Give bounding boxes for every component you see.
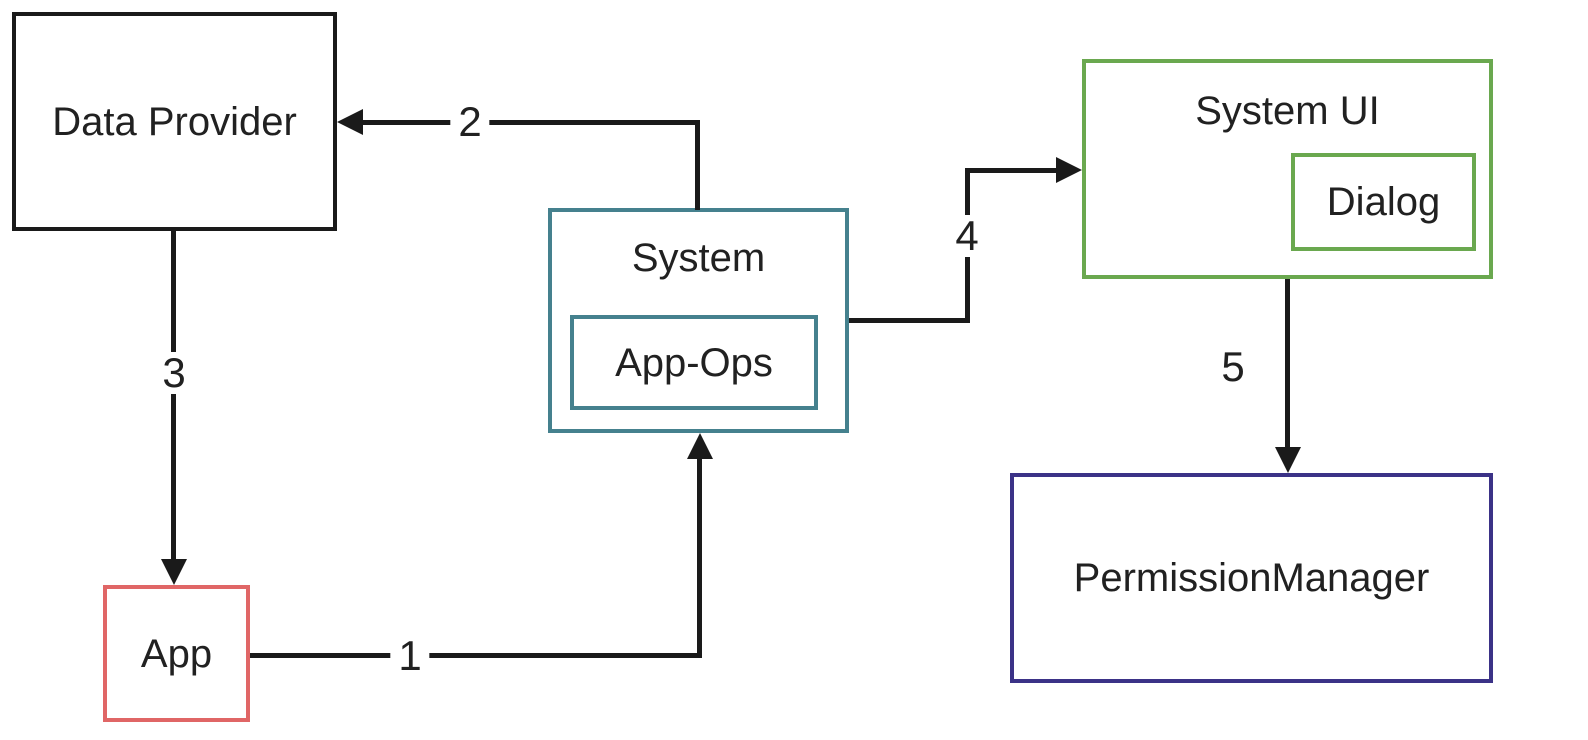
edge-4-lower-horizontal-segment xyxy=(849,318,970,323)
node-system-ui: System UI Dialog xyxy=(1082,59,1493,279)
edge-4-arrowhead-right-icon xyxy=(1056,157,1082,183)
node-system-label: System xyxy=(631,236,766,280)
node-dialog-label: Dialog xyxy=(1326,180,1441,224)
node-permission-manager-label: PermissionManager xyxy=(1073,556,1430,600)
node-app-ops: App-Ops xyxy=(570,315,818,410)
node-app-ops-label: App-Ops xyxy=(615,340,773,385)
edge-3-arrowhead-down-icon xyxy=(161,559,187,585)
edge-2-arrowhead-left-icon xyxy=(337,109,363,135)
node-permission-manager: PermissionManager xyxy=(1010,473,1493,683)
edge-1-arrowhead-up-icon xyxy=(687,433,713,459)
edge-2-label: 2 xyxy=(450,101,490,143)
edge-4-upper-horizontal-segment xyxy=(965,168,1060,173)
node-data-provider: Data Provider xyxy=(12,12,337,231)
node-app: App xyxy=(103,585,250,722)
node-system-ui-label: System UI xyxy=(1195,89,1380,133)
node-data-provider-label: Data Provider xyxy=(52,99,297,144)
edge-3-label: 3 xyxy=(154,352,194,394)
edge-2-vertical-segment xyxy=(695,120,700,210)
edge-2-horizontal-segment xyxy=(358,120,700,125)
edge-3-vertical-segment xyxy=(171,231,176,563)
edge-4-label: 4 xyxy=(947,215,987,257)
edge-5-vertical-segment xyxy=(1285,279,1290,451)
edge-1-label: 1 xyxy=(390,635,430,677)
node-app-label: App xyxy=(140,631,213,676)
edge-5-label: 5 xyxy=(1213,346,1253,388)
node-system: System App-Ops xyxy=(548,208,849,433)
node-dialog: Dialog xyxy=(1291,153,1476,251)
edge-5-arrowhead-down-icon xyxy=(1275,447,1301,473)
edge-1-horizontal-segment xyxy=(250,653,702,658)
edge-1-vertical-segment xyxy=(697,455,702,658)
